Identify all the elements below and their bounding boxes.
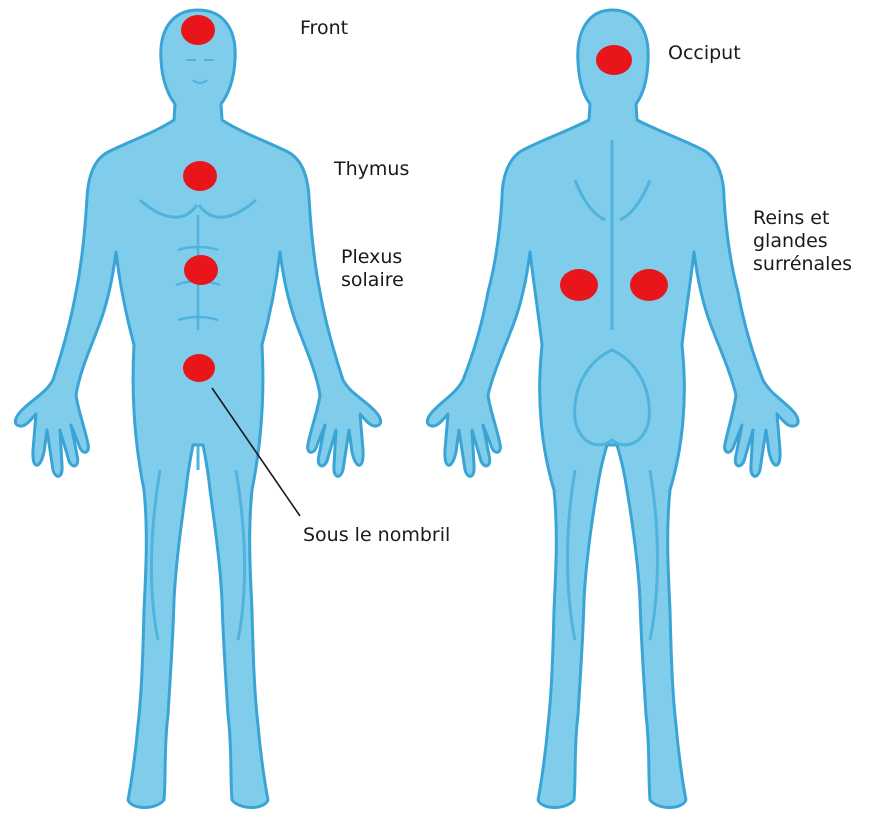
label-reins-surrenales: Reins et glandes surrénales — [753, 207, 852, 276]
label-thymus: Thymus — [334, 158, 409, 181]
marker-plexus-solaire — [184, 255, 218, 285]
marker-rein-gauche — [560, 269, 598, 301]
label-reins-line3: surrénales — [753, 253, 852, 276]
marker-front — [181, 15, 215, 45]
back-body-silhouette — [427, 10, 798, 808]
marker-occiput — [596, 45, 632, 75]
front-body-figure — [15, 10, 380, 808]
label-plexus-line2: solaire — [341, 269, 404, 292]
marker-thymus — [183, 161, 217, 191]
marker-sous-le-nombril — [183, 354, 215, 382]
label-front: Front — [300, 17, 348, 40]
label-reins-line2: glandes — [753, 230, 852, 253]
label-plexus-line1: Plexus — [341, 246, 404, 269]
front-body-silhouette — [15, 10, 380, 808]
label-sous-le-nombril: Sous le nombril — [303, 524, 450, 547]
label-reins-line1: Reins et — [753, 207, 852, 230]
marker-rein-droit — [630, 269, 668, 301]
label-plexus-solaire: Plexus solaire — [341, 246, 404, 292]
back-body-figure — [427, 10, 798, 808]
label-occiput: Occiput — [668, 42, 741, 65]
